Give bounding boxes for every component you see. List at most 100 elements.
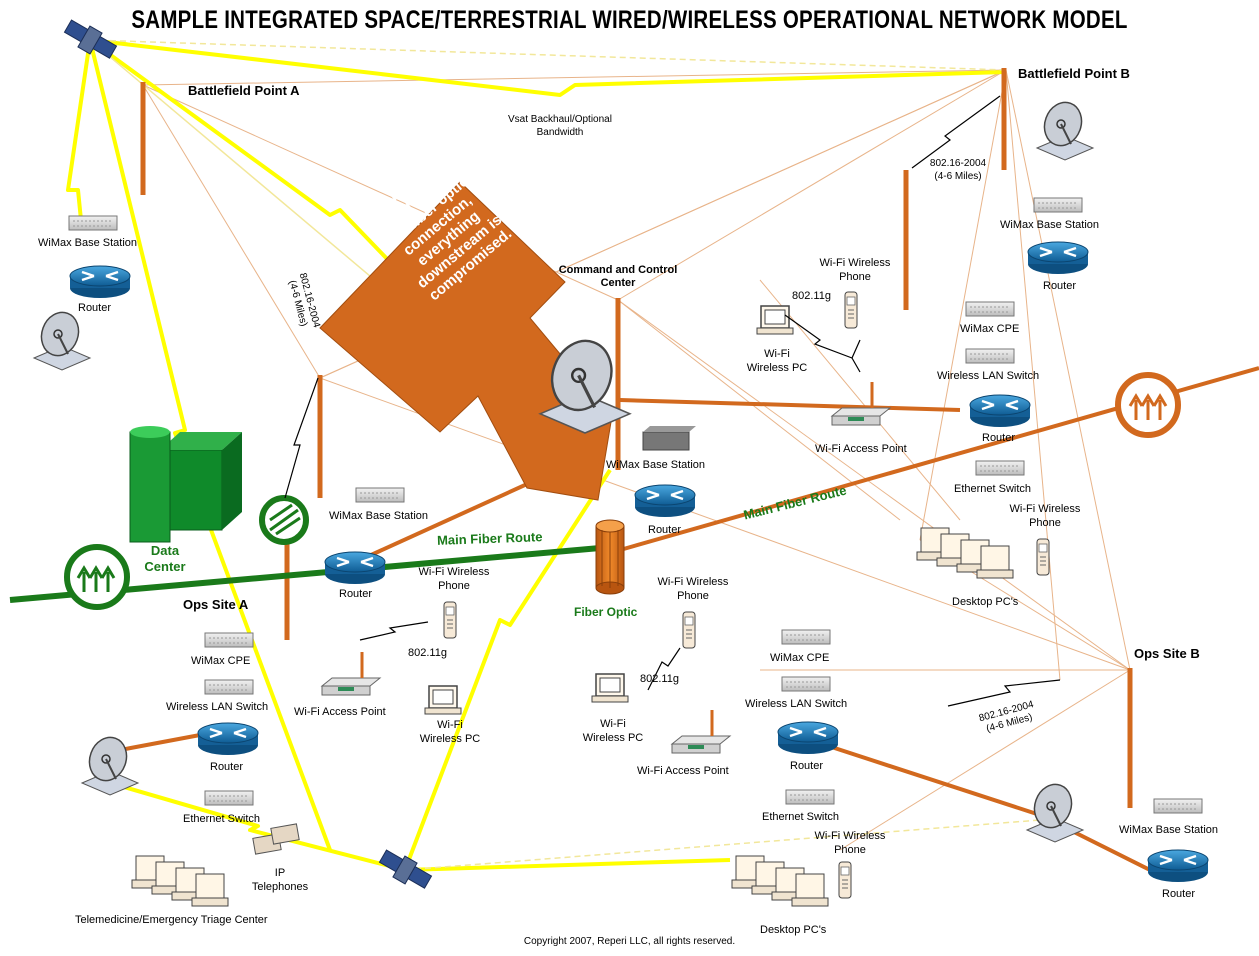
- opsa-phone-icon: [443, 601, 457, 639]
- label-battlefield-b: Battlefield Point B: [1018, 66, 1130, 81]
- label-opsa-pc: Wi-Fi Wireless PC: [419, 719, 481, 745]
- label-opsa-ip: IP Telephones: [251, 867, 309, 893]
- label-battlefield-a: Battlefield Point A: [188, 83, 300, 98]
- label-cc-eth: Ethernet Switch: [954, 483, 1032, 495]
- dish-ops-b-icon: [1026, 778, 1084, 843]
- satellite-top-icon: [63, 19, 118, 59]
- router-cc-icon: [633, 483, 697, 519]
- label-cc-phone2: Wi-Fi Wireless Phone: [1009, 503, 1081, 529]
- label-opsa-lan: Wireless LAN Switch: [166, 701, 269, 713]
- label-mid2-80211: 802.11g: [640, 673, 679, 685]
- wimax-base-a-icon: [68, 215, 118, 231]
- label-opsa-tele: Telemedicine/Emergency Triage Center: [75, 914, 268, 926]
- label-mid2-ap: Wi-Fi Access Point: [637, 765, 729, 777]
- satellite-links: [66, 38, 1006, 872]
- label-ops-site-b: Ops Site B: [1134, 646, 1200, 661]
- cc-lan-switch-icon: [965, 348, 1015, 364]
- mid2-phone-icon: [682, 611, 696, 649]
- label-cc-lan: Wireless LAN Switch: [937, 370, 1040, 382]
- fiber-circle-mid: [259, 495, 309, 545]
- router-b-icon: [1026, 240, 1090, 276]
- opsa-eth-switch-icon: [204, 790, 254, 806]
- wireless-bolts: [284, 95, 1061, 707]
- label-router-a: Router: [78, 302, 112, 314]
- cc-eth-switch-icon: [975, 460, 1025, 476]
- label-wimax-b: WiMax Base Station: [1000, 219, 1100, 231]
- label-opsa-router: Router: [210, 761, 244, 773]
- antenna-masts: [140, 68, 1133, 808]
- fiber-circle-right: [1115, 372, 1181, 438]
- label-opsb-lan: Wireless LAN Switch: [745, 698, 848, 710]
- cc-access-point-icon: [830, 380, 892, 427]
- label-opsb-eth: Ethernet Switch: [762, 811, 840, 823]
- label-opsa-cpe: WiMax CPE: [191, 655, 251, 667]
- wimax-base-mid-icon: [355, 487, 405, 503]
- cc-desktop-pcs-icon: [916, 527, 1014, 579]
- label-wimax-a: WiMax Base Station: [38, 237, 138, 249]
- label-cc-desktop: Desktop PC's: [952, 596, 1019, 608]
- opsa-telemedicine-pcs-icon: [131, 855, 229, 907]
- label-opsb-router: Router: [790, 760, 824, 772]
- label-router-b: Router: [1043, 280, 1077, 292]
- opsb-lan-switch-icon: [781, 676, 831, 692]
- label-cc-pc: Wi-Fi Wireless PC: [746, 348, 808, 374]
- wimax-base-b-icon: [1033, 197, 1083, 213]
- label-command-center: Command and Control Center: [558, 264, 678, 289]
- label-opsa-80211: 802.11g: [408, 647, 447, 659]
- dish-ops-a-icon: [81, 731, 139, 796]
- label-link-b: 802.16-2004 (4-6 Miles): [929, 158, 987, 182]
- router-opsb-icon: [776, 720, 840, 756]
- label-ops-site-a: Ops Site A: [183, 597, 249, 612]
- page-title: SAMPLE INTEGRATED SPACE/TERRESTRIAL WIRE…: [131, 6, 1128, 34]
- data-center-icon: [129, 426, 242, 543]
- opsa-wireless-pc-icon: [424, 685, 462, 715]
- fiber-circle-left: [64, 544, 130, 610]
- label-opsa-phone: Wi-Fi Wireless Phone: [418, 566, 490, 592]
- label-cc-router2: Router: [982, 432, 1016, 444]
- mid2-access-point-icon: [670, 708, 732, 755]
- label-vsat: Vsat Backhaul/Optional Bandwidth: [508, 114, 612, 138]
- label-opsa-eth: Ethernet Switch: [183, 813, 261, 825]
- label-opsb-cpe: WiMax CPE: [770, 652, 830, 664]
- router-opsa-icon: [196, 721, 260, 757]
- warning-callout-arrow: [319, 181, 613, 501]
- label-mid2-phone: Wi-Fi Wireless Phone: [657, 576, 729, 602]
- label-mid-router: Router: [339, 588, 373, 600]
- opsa-cpe-icon: [204, 632, 254, 648]
- wireless-mesh-lines: [142, 69, 1131, 851]
- label-cc-phone: Wi-Fi Wireless Phone: [819, 257, 891, 283]
- ip-telephones-icon: [252, 823, 300, 855]
- copyright-notice: Copyright 2007, Reperi LLC, all rights r…: [523, 936, 736, 947]
- label-fiber-optic: Fiber Optic: [574, 605, 638, 619]
- cc-phone-icon: [844, 291, 858, 329]
- cc-phone2-icon: [1036, 538, 1050, 576]
- opsa-lan-switch-icon: [204, 679, 254, 695]
- label-opsa-ap: Wi-Fi Access Point: [294, 706, 386, 718]
- dish-battlefield-b-icon: [1036, 96, 1094, 161]
- label-cc-ap: Wi-Fi Access Point: [815, 443, 907, 455]
- router-opsb2-icon: [1146, 848, 1210, 884]
- label-cc-router: Router: [648, 524, 682, 536]
- wimax-base-cc-icon: [642, 426, 696, 451]
- label-cc-80211: 802.11g: [792, 290, 831, 302]
- label-opsb-phone: Wi-Fi Wireless Phone: [814, 830, 886, 856]
- opsb-cpe-icon: [781, 629, 831, 645]
- label-opsb-desktop: Desktop PC's: [760, 924, 827, 936]
- label-mid-wimax: WiMax Base Station: [329, 510, 429, 522]
- opsb-desktop-pcs-icon: [731, 855, 829, 907]
- cc-cpe-icon: [965, 301, 1015, 317]
- label-opsb-router2: Router: [1162, 888, 1196, 900]
- router-mid-icon: [323, 550, 387, 586]
- opsb-wimax-base-icon: [1153, 798, 1203, 814]
- opsb-phone-icon: [838, 861, 852, 899]
- fiber-optic-hub-icon: [595, 519, 625, 595]
- label-opsb-wimax: WiMax Base Station: [1119, 824, 1219, 836]
- cc-wireless-pc-icon: [756, 305, 794, 335]
- label-cc-wimax: WiMax Base Station: [606, 459, 706, 471]
- label-mid2-pc: Wi-Fi Wireless PC: [582, 718, 644, 744]
- opsb-eth-switch-icon: [785, 789, 835, 805]
- label-data-center: Data Center: [144, 543, 186, 574]
- mid2-wireless-pc-icon: [591, 673, 629, 703]
